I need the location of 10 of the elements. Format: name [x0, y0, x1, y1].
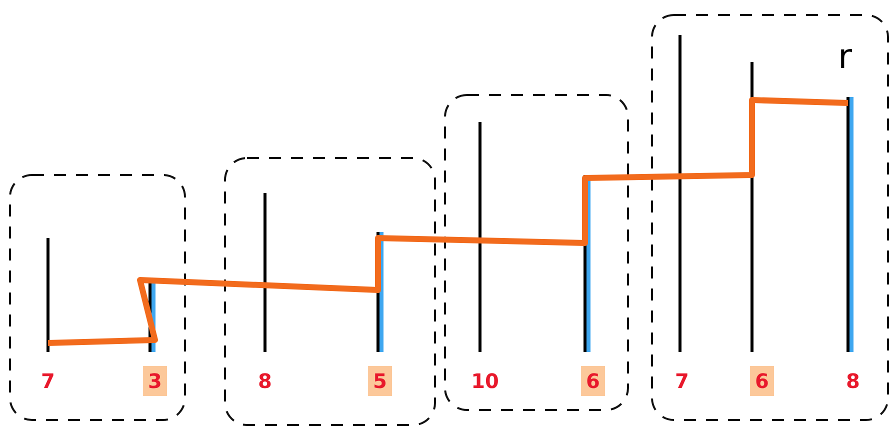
- number-label: 8: [257, 368, 273, 395]
- highlighted-number: 6: [581, 366, 605, 396]
- number-label: 8: [845, 368, 861, 395]
- number-label: 10: [470, 368, 500, 395]
- highlighted-number: 3: [143, 366, 167, 396]
- number-label: 7: [40, 368, 56, 395]
- number-label: 7: [674, 368, 690, 395]
- pointer-label: r: [838, 40, 852, 74]
- highlighted-number: 6: [750, 366, 774, 396]
- highlighted-number: 5: [368, 366, 392, 396]
